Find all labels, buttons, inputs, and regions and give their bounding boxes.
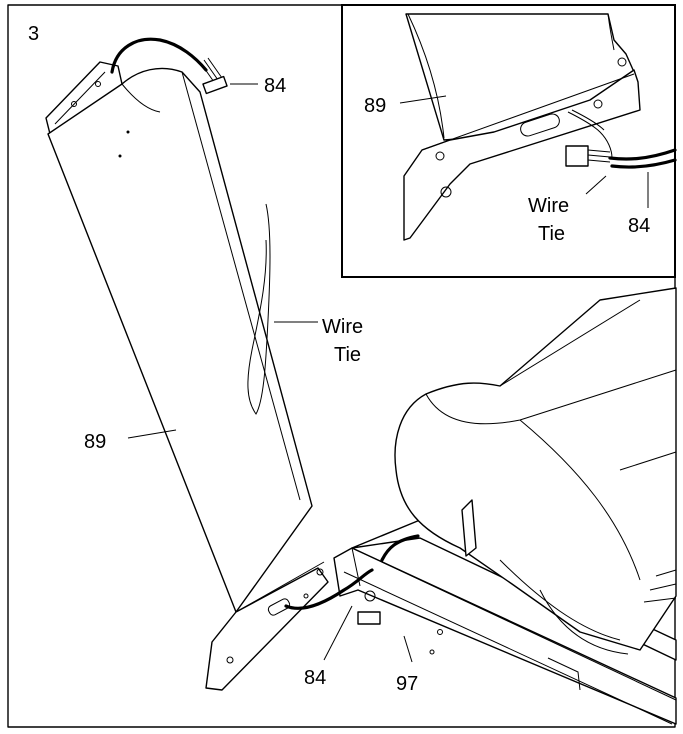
wire-84-bottom-continued (380, 534, 420, 562)
label-84-bottom: 84 (304, 667, 326, 689)
label-wire-tie-main-line1: Wire (322, 316, 363, 338)
label-89-inset: 89 (364, 95, 386, 117)
wire-84-top (110, 37, 258, 95)
motor-hood (394, 287, 677, 691)
label-wire-tie-inset-line1: Wire (528, 195, 569, 217)
label-89-main: 89 (84, 431, 106, 453)
label-97: 97 (396, 673, 418, 695)
label-84-inset: 84 (628, 215, 650, 237)
inset-detail (341, 4, 677, 278)
label-84-top: 84 (264, 75, 286, 97)
label-wire-tie-inset-line2: Tie (538, 223, 565, 245)
wire-tie-strap (247, 203, 271, 415)
step-number: 3 (28, 23, 39, 45)
label-wire-tie-main-line2: Tie (334, 344, 361, 366)
upright-89 (45, 61, 329, 691)
wire-84-bottom (284, 568, 374, 610)
